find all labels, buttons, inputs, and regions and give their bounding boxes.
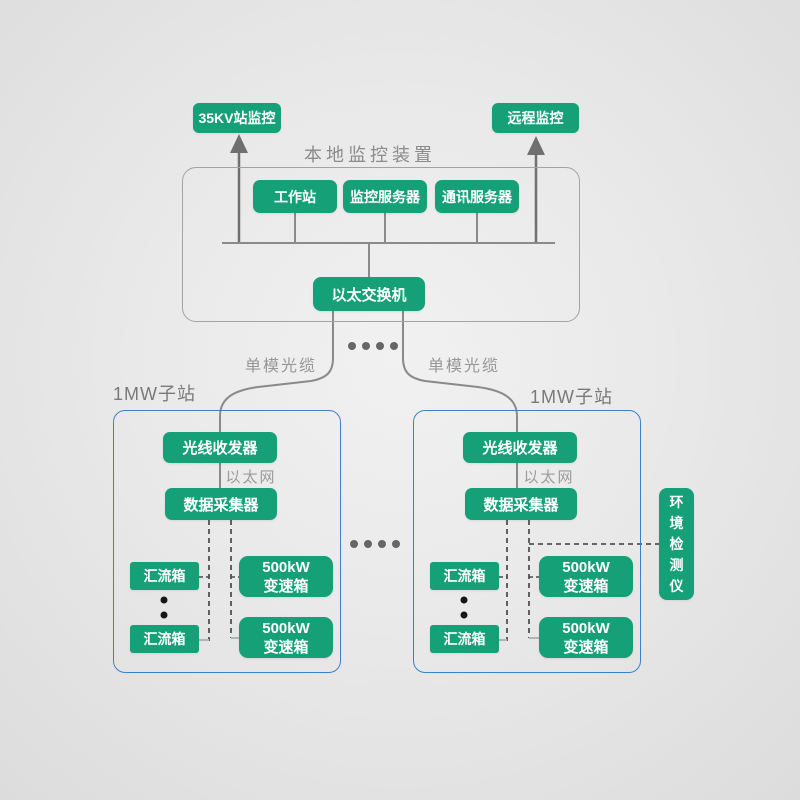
fiber-line-left [219, 311, 334, 488]
node-combiner-box: 汇流箱 [130, 625, 199, 653]
gearbox-power-label: 500kW [262, 619, 310, 637]
local-monitor-device-title: 本地监控装置 [304, 145, 436, 165]
node-combiner-box: 汇流箱 [430, 625, 499, 653]
gearbox-power-label: 500kW [262, 558, 310, 576]
node-monitor-server: 监控服务器 [343, 180, 427, 213]
fiber-line-right [402, 311, 518, 488]
node-workstation: 工作站 [253, 180, 337, 213]
node-comm-server: 通讯服务器 [435, 180, 519, 213]
ellipsis-dots [350, 540, 400, 548]
gearbox-name-label: 变速箱 [263, 638, 309, 656]
node-fiber-transceiver: 光线收发器 [163, 432, 277, 463]
gearbox-power-label: 500kW [562, 558, 610, 576]
ethernet-link-label: 以太网 [225, 469, 277, 486]
up-arrow-icon [230, 134, 248, 153]
vertical-ellipsis-dots [460, 596, 468, 619]
node-remote-monitor: 远程监控 [492, 103, 579, 133]
node-data-collector: 数据采集器 [465, 488, 577, 520]
node-gearbox-500kw: 500kW 变速箱 [539, 556, 633, 597]
substation-2-container [413, 410, 641, 673]
ethernet-link-label: 以太网 [523, 469, 575, 486]
up-arrow-icon [527, 136, 545, 155]
substation-2-title: 1MW子站 [530, 387, 613, 407]
node-combiner-box: 汇流箱 [130, 562, 199, 590]
environment-monitor-label: 环境检测仪 [669, 493, 684, 594]
fiber-label-right: 单模光缆 [427, 358, 500, 375]
node-gearbox-500kw: 500kW 变速箱 [239, 617, 333, 658]
gearbox-name-label: 变速箱 [563, 638, 609, 656]
fiber-label-left: 单模光缆 [244, 358, 317, 375]
node-gearbox-500kw: 500kW 变速箱 [539, 617, 633, 658]
local-monitor-device-container [182, 167, 580, 322]
gearbox-name-label: 变速箱 [263, 577, 309, 595]
vertical-ellipsis-dots [160, 596, 168, 619]
substation-1-container [113, 410, 341, 673]
node-data-collector: 数据采集器 [165, 488, 277, 520]
node-ethernet-switch: 以太交换机 [313, 277, 425, 311]
node-fiber-transceiver: 光线收发器 [463, 432, 577, 463]
node-gearbox-500kw: 500kW 变速箱 [239, 556, 333, 597]
substation-1-title: 1MW子站 [113, 384, 196, 404]
ellipsis-dots [348, 342, 398, 350]
node-combiner-box: 汇流箱 [430, 562, 499, 590]
gearbox-power-label: 500kW [562, 619, 610, 637]
gearbox-name-label: 变速箱 [563, 577, 609, 595]
node-35kv-station-monitor: 35KV站监控 [193, 103, 281, 133]
node-environment-monitor: 环境检测仪 [659, 488, 694, 600]
